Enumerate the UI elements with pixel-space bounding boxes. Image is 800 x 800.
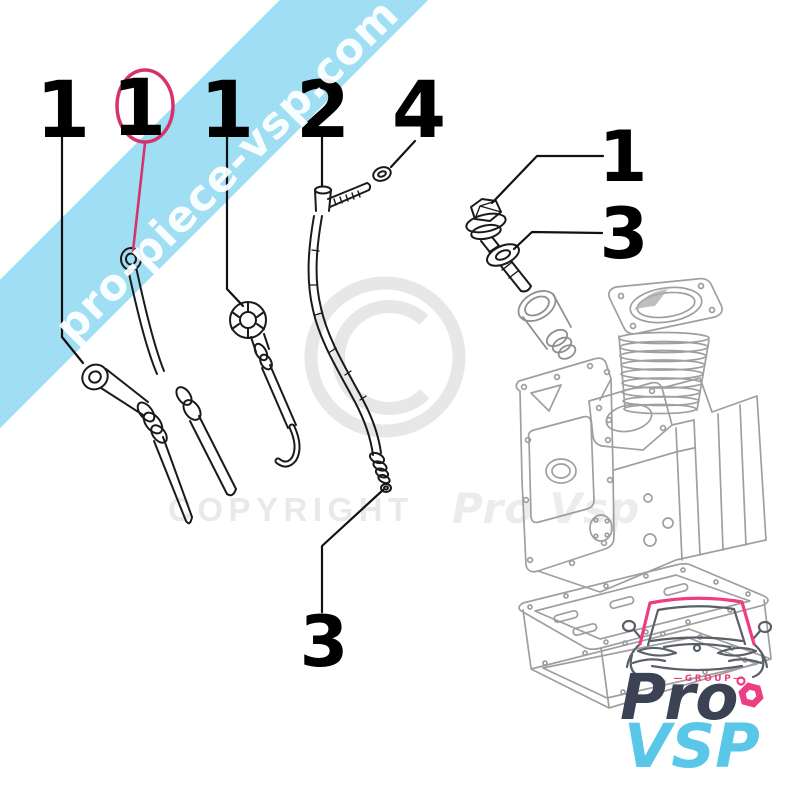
copyright-watermark-text: COPYRIGHT bbox=[168, 491, 414, 528]
callout-leader-lines bbox=[60, 135, 605, 614]
leader-dipstick-2-highlighted bbox=[131, 141, 147, 253]
callout-number-tube: 2 bbox=[296, 66, 350, 156]
callout-numbers: 1 1 1 2 4 1 3 3 bbox=[36, 64, 649, 683]
watermark-ribbon-band bbox=[0, 0, 533, 533]
callout-number-plug-bolt: 1 bbox=[599, 116, 648, 198]
callout-number-dipstick-2: 1 bbox=[112, 64, 166, 154]
highlight-callout bbox=[115, 68, 175, 253]
callout-number-seal-washer: 4 bbox=[392, 66, 446, 156]
ribbon-band bbox=[0, 0, 533, 533]
leader-plug-washer bbox=[512, 230, 604, 251]
callout-number-tube-seal: 3 bbox=[300, 601, 349, 683]
seal-washer-drawing bbox=[372, 166, 392, 182]
oil-tube-drawing bbox=[307, 182, 392, 493]
copyright-watermark-icon bbox=[304, 276, 466, 438]
degree-mark-icon bbox=[736, 676, 746, 686]
car-silhouette-icon bbox=[621, 605, 773, 679]
logo-pro-text: Pro bbox=[620, 661, 739, 734]
callout-number-plug-washer: 3 bbox=[600, 193, 649, 275]
hex-nut-icon bbox=[736, 676, 764, 708]
leader-seal-washer bbox=[389, 139, 417, 169]
plug-washer-drawing bbox=[486, 243, 520, 267]
callout-number-dipstick-3: 1 bbox=[200, 66, 254, 156]
leader-plug-bolt bbox=[490, 154, 605, 205]
leader-tube-seal bbox=[320, 488, 385, 614]
copyright-circle-icon bbox=[304, 276, 466, 438]
dipstick-3-drawing bbox=[229, 301, 301, 468]
engine-block-drawing bbox=[515, 277, 772, 709]
plug-bolt-drawing bbox=[465, 198, 532, 293]
funnel-guide-drawing bbox=[517, 290, 577, 360]
logo-group-text: —GROUP— bbox=[673, 674, 744, 684]
dipstick-2-drawing bbox=[120, 247, 237, 497]
tube-seal-ring-drawing bbox=[380, 483, 392, 493]
highlight-ellipse bbox=[115, 68, 175, 144]
copyright-brand-watermark-text: Pro Vsp bbox=[452, 484, 640, 533]
car-roof-accent bbox=[638, 596, 756, 646]
callout-number-dipstick-1: 1 bbox=[36, 66, 90, 156]
parts-line-art bbox=[81, 166, 532, 525]
logo-vsp-text: VSP bbox=[624, 711, 760, 782]
leader-dipstick-3 bbox=[225, 135, 245, 308]
copyright-c-icon bbox=[331, 300, 430, 415]
leader-dipstick-1 bbox=[60, 135, 85, 365]
provsp-logo: —GROUP— Pro VSP bbox=[620, 596, 773, 782]
dipstick-1-drawing bbox=[81, 363, 193, 525]
